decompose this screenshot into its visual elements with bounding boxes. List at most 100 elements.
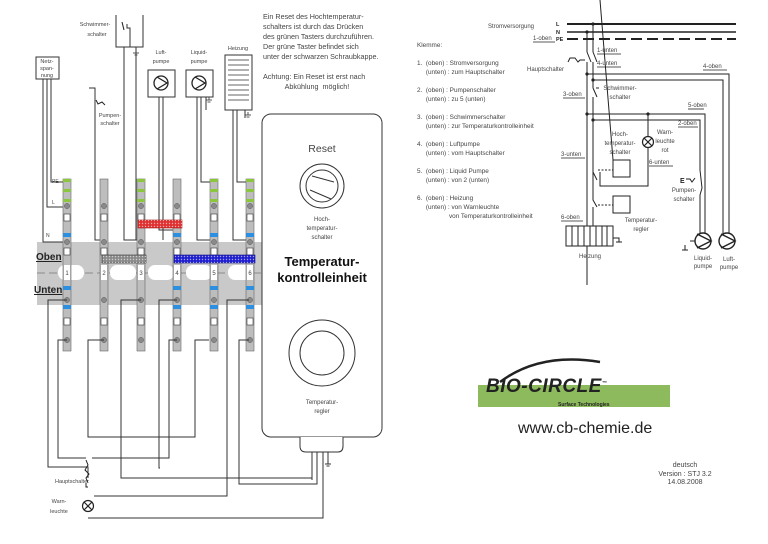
label-hauptschalter-schematic: Hauptschalter — [527, 67, 564, 73]
line-n: N — [556, 30, 560, 36]
ref-3-oben: 3-oben — [563, 92, 582, 98]
sch-pumpen-2: schalter — [673, 197, 694, 203]
label-netz-2: span- — [40, 66, 54, 72]
klemme-list: Klemme: 1. (oben) : Stromversorgung (unt… — [417, 41, 534, 221]
klemme-item: 1. (oben) : Stromversorgung (unten) : zu… — [417, 59, 534, 77]
note-line: Achtung: Ein Reset ist erst nach — [263, 72, 366, 81]
ref-5-oben: 5-oben — [688, 103, 707, 109]
junction-dots — [585, 22, 650, 122]
terminal-block — [136, 178, 146, 352]
terminal-number: 6 — [248, 271, 252, 277]
terminal-block — [172, 178, 182, 352]
klemme-line: von Temperaturkontrolleinheit — [417, 213, 533, 220]
note-line: Ein Reset des Hochtemperatur- — [263, 12, 364, 21]
regler-label-2: regler — [314, 409, 329, 415]
schematic-heater-icon — [565, 225, 614, 247]
controller-title-2: kontrolleinheit — [277, 270, 367, 285]
klemme-item: 4. (oben) : Luftpumpe (unten) : vom Haup… — [417, 140, 534, 158]
logo-bar — [478, 385, 670, 407]
label-liquid-1: Liquid- — [191, 50, 208, 56]
sch-warn-3: rot — [661, 148, 668, 154]
component-symbols — [153, 75, 207, 91]
label-e: E — [680, 178, 685, 185]
sch-regler-1: Temperatur- — [625, 218, 657, 224]
reset-label: Reset — [308, 143, 336, 155]
sch-liquid-1: Liquid- — [694, 256, 712, 262]
terminal-number: 5 — [212, 271, 216, 277]
label-pe: PE — [52, 179, 59, 185]
label-netz-3: nung — [41, 73, 53, 79]
ref-1-unten: 1-unten — [597, 48, 617, 54]
temperature-dial-icon[interactable] — [288, 319, 356, 387]
switch-label-2: temperatur- — [306, 226, 337, 232]
klemme-line: 6. (oben) : Heizung — [417, 195, 474, 202]
temp-regler-box — [612, 195, 631, 214]
note-line: Der grüne Taster befindet sich — [263, 42, 359, 51]
ref-4-unten: 4-unten — [597, 61, 617, 67]
sch-luft-1: Luft- — [723, 257, 735, 263]
brand-url[interactable]: www.cb-chemie.de — [518, 420, 653, 437]
terminal-number: 2 — [102, 271, 106, 277]
warn-lamp-red-icon — [641, 135, 655, 149]
main-switch-icon — [84, 459, 90, 488]
label-luft-1: Luft- — [155, 50, 166, 56]
reset-note: Ein Reset des Hochtemperatur- schalters … — [263, 12, 413, 92]
klemme-line: (unten) : zum Hauptschalter — [417, 69, 505, 76]
klemme-title: Klemme: — [417, 42, 443, 49]
reset-knob-icon[interactable] — [299, 163, 345, 209]
sch-regler-2: regler — [633, 227, 648, 233]
note-line: schalters ist durch das Drücken — [263, 22, 364, 31]
terminal-block — [62, 178, 72, 352]
sch-hoch-2: temperatur- — [604, 141, 635, 147]
klemme-line: (unten) : vom Hauptschalter — [417, 150, 505, 157]
line-pe: PE — [556, 37, 564, 43]
sch-warn-1: Warn- — [657, 130, 673, 136]
schematic-pumps — [694, 232, 737, 250]
version-info: deutsch Version : STJ 3.2 14.08.2008 — [650, 462, 720, 488]
label-hauptschalter: Hauptschalter — [55, 479, 89, 485]
klemme-line: (unten) : von Warnleuchte — [417, 204, 500, 211]
switch-label-3: schalter — [311, 235, 332, 241]
klemme-item: 3. (oben) : Schwimmerschalter (unten) : … — [417, 113, 534, 131]
label-schwimmer-2: schalter — [87, 32, 106, 38]
terminal-block — [99, 178, 109, 352]
label-warn-2: leuchte — [50, 509, 68, 515]
klemme-line: (unten) : von 2 (unten) — [417, 177, 490, 184]
brand-subtitle: Surface Technologies — [558, 402, 610, 408]
klemme-line: 2. (oben) : Pumpenschalter — [417, 87, 496, 94]
sch-luft-2: pumpe — [720, 265, 739, 271]
line-l: L — [556, 22, 560, 28]
label-schwimmer-1: Schwimmer- — [80, 22, 111, 28]
warning-lamp-icon — [81, 499, 95, 513]
sch-pumpen-1: Pumpen- — [672, 188, 696, 194]
sch-liquid-2: pumpe — [694, 264, 713, 270]
label-unten: Unten — [34, 285, 62, 296]
terminal-block — [245, 178, 255, 352]
switch-label-1: Hoch- — [314, 217, 330, 223]
brand-logo: BIO-CIRCLE™ — [486, 376, 608, 397]
regler-label-1: Temperatur- — [306, 400, 338, 406]
ref-6-oben: 6-oben — [561, 215, 580, 221]
terminal-blocks — [62, 178, 255, 352]
label-pumpen-2: schalter — [100, 121, 119, 127]
klemme-line: 1. (oben) : Stromversorgung — [417, 60, 499, 67]
klemme-item: 2. (oben) : Pumpenschalter (unten) : zu … — [417, 86, 534, 104]
label-pumpen-1: Pumpen- — [99, 113, 121, 119]
label-l: L — [52, 200, 55, 206]
note-line: unter der schwarzen Schraubkappe. — [263, 52, 379, 61]
sch-warn-2: leuchte — [655, 139, 675, 145]
ground-icons — [133, 50, 251, 118]
note-line: Abkühlung möglich! — [263, 82, 350, 91]
label-n: N — [46, 233, 50, 239]
klemme-line: 5. (oben) : Liquid Pumpe — [417, 168, 489, 175]
hochtemp-box — [612, 159, 631, 178]
schematic-wires — [567, 0, 730, 285]
label-netz-1: Netz- — [40, 59, 53, 65]
supply-lines — [567, 23, 736, 40]
note-line: des grünen Tasters durchzuführen. — [263, 32, 374, 41]
klemme-line: (unten) : zur Temperaturkontrolleinheit — [417, 123, 534, 130]
ref-4-oben: 4-oben — [703, 64, 722, 70]
version-lang: deutsch — [672, 462, 698, 469]
